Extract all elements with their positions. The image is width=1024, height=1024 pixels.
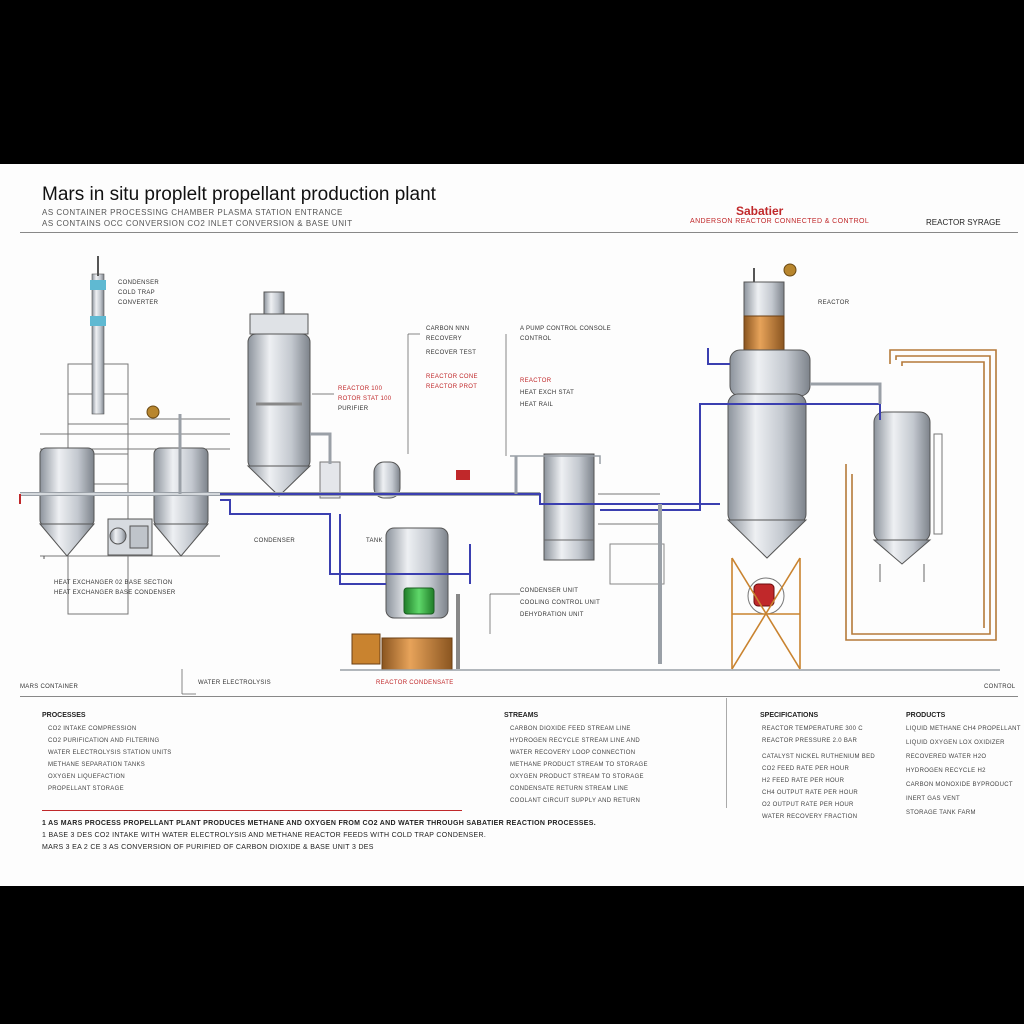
- label-bottom-mid: WATER ELECTROLYSIS: [198, 680, 271, 686]
- column-line: PROPELLANT STORAGE: [48, 786, 124, 792]
- sabatier-reactor: [726, 263, 811, 670]
- diagram-divider: [20, 696, 1018, 697]
- label-corner-right: CONTROL: [984, 684, 1016, 690]
- section-title: Sabatier: [736, 204, 784, 218]
- label-mid-red-1: REACTOR CONE: [426, 374, 478, 380]
- pipe-network: [19, 348, 1000, 671]
- column-line: WATER RECOVERY FRACTION: [762, 814, 858, 820]
- header-divider: [20, 232, 1018, 233]
- label-lower-3: DEHYDRATION UNIT: [520, 612, 584, 618]
- column-line: HYDROGEN RECYCLE STREAM LINE AND: [510, 738, 640, 744]
- label-bottom-left-2: HEAT EXCHANGER BASE CONDENSER: [54, 590, 176, 596]
- label-right-1: A PUMP CONTROL CONSOLE: [520, 326, 611, 332]
- label-mid-1: CARBON NNN: [426, 326, 470, 332]
- label-bottom-center: REACTOR CONDENSATE: [376, 680, 454, 686]
- small-vessel: [319, 461, 470, 499]
- subtitle-line-2: AS CONTAINS OCC CONVERSION CO2 INLET CON…: [42, 219, 353, 228]
- column-line: REACTOR TEMPERATURE 300 C: [762, 726, 863, 732]
- distillation-tower: [90, 256, 160, 419]
- column-line: O2 OUTPUT RATE PER HOUR: [762, 802, 854, 808]
- silo-tall: [246, 291, 312, 497]
- label-corner-left: MARS CONTAINER: [20, 684, 79, 690]
- column-line: CO2 PURIFICATION AND FILTERING: [48, 738, 160, 744]
- label-silo-red-1: REACTOR 100: [338, 386, 383, 392]
- column-line: OXYGEN LIQUEFACTION: [48, 774, 126, 780]
- column-line: CARBON DIOXIDE FEED STREAM LINE: [510, 726, 631, 732]
- label-mid-2: RECOVERY: [426, 336, 462, 342]
- page-title: Mars in situ proplelt propellant product…: [42, 184, 436, 205]
- plant-diagram: [19, 256, 1000, 695]
- footer-line-2: 1 BASE 3 DES CO2 INTAKE WITH WATER ELECT…: [42, 832, 487, 839]
- column-line: LIQUID METHANE CH4 PROPELLANT: [906, 726, 1021, 732]
- column-line: CATALYST NICKEL RUTHENIUM BED: [762, 754, 876, 760]
- column-line: RECOVERED WATER H2O: [906, 754, 987, 760]
- leader-lines: [181, 333, 520, 695]
- column-line: CO2 FEED RATE PER HOUR: [762, 766, 850, 772]
- column-line: CO2 INTAKE COMPRESSION: [48, 726, 137, 732]
- label-lower-1: CONDENSER UNIT: [520, 588, 579, 594]
- pump-unit: [107, 518, 153, 556]
- label-bottom-left-1: HEAT EXCHANGER 02 BASE SECTION: [54, 580, 173, 586]
- label-right-2: CONTROL: [520, 336, 552, 342]
- column-head: SPECIFICATIONS: [760, 712, 819, 719]
- label-lower-2: COOLING CONTROL UNIT: [520, 600, 601, 606]
- column-line: OXYGEN PRODUCT STREAM TO STORAGE: [510, 774, 644, 780]
- label-tower-1: CONDENSER: [118, 280, 160, 286]
- column-line: CONDENSATE RETURN STREAM LINE: [510, 786, 629, 792]
- label-right-4: HEAT RAIL: [520, 402, 554, 408]
- label-tower-3: CONVERTER: [118, 300, 159, 306]
- section-subtitle: ANDERSON REACTOR CONNECTED & CONTROL: [690, 218, 870, 225]
- column-head: STREAMS: [504, 712, 539, 719]
- column-line: WATER RECOVERY LOOP CONNECTION: [510, 750, 636, 756]
- column-line: WATER ELECTROLYSIS STATION UNITS: [48, 750, 172, 756]
- column-line: METHANE SEPARATION TANKS: [48, 762, 146, 768]
- column-line: REACTOR PRESSURE 2.0 BAR: [762, 738, 858, 744]
- label-reactor: REACTOR: [818, 300, 850, 306]
- silo-left-1: [38, 447, 96, 559]
- diagram-sheet: Mars in situ proplelt propellant product…: [0, 164, 1024, 886]
- label-silo-3: PURIFIER: [338, 406, 369, 412]
- column-head: PRODUCTS: [906, 712, 946, 719]
- column-line: INERT GAS VENT: [906, 796, 960, 802]
- label-mid-3: RECOVER TEST: [426, 350, 477, 356]
- right-header-label: REACTOR SYRAGE: [926, 218, 1001, 227]
- label-tower-2: COLD TRAP: [118, 290, 155, 296]
- label-silo-red-2: ROTOR STAT 100: [338, 396, 392, 402]
- column-line: CH4 OUTPUT RATE PER HOUR: [762, 790, 858, 796]
- label-right-3: HEAT EXCH STAT: [520, 390, 575, 396]
- reactor-storage-tank: [872, 411, 943, 582]
- column-line: METHANE PRODUCT STREAM TO STORAGE: [510, 762, 648, 768]
- column-line: LIQUID OXYGEN LOX OXIDIZER: [906, 740, 1005, 746]
- column-line: CARBON MONOXIDE BYPRODUCT: [906, 782, 1013, 788]
- column-line: HYDROGEN RECYCLE H2: [906, 768, 986, 774]
- label-right-red: REACTOR: [520, 378, 552, 384]
- column-line: H2 FEED RATE PER HOUR: [762, 778, 845, 784]
- label-mid-red-2: REACTOR PROT: [426, 384, 478, 390]
- column-head: PROCESSES: [42, 712, 86, 719]
- footer-line-1: 1 AS MARS PROCESS PROPELLANT PLANT PRODU…: [42, 820, 596, 827]
- column-line: STORAGE TANK FARM: [906, 810, 976, 816]
- label-middle-tank: TANK: [366, 538, 383, 544]
- label-left-mid: CONDENSER: [254, 538, 296, 544]
- electrolysis-vessel: [351, 527, 460, 671]
- footer-divider: [42, 810, 462, 811]
- footer-line-3: MARS 3 EA 2 CE 3 AS CONVERSION OF PURIFI…: [42, 844, 374, 851]
- storage-cylinder: [543, 453, 665, 585]
- subtitle-line-1: AS CONTAINER PROCESSING CHAMBER PLASMA S…: [42, 208, 343, 217]
- column-line: COOLANT CIRCUIT SUPPLY AND RETURN: [510, 798, 641, 804]
- column-divider: [726, 698, 727, 808]
